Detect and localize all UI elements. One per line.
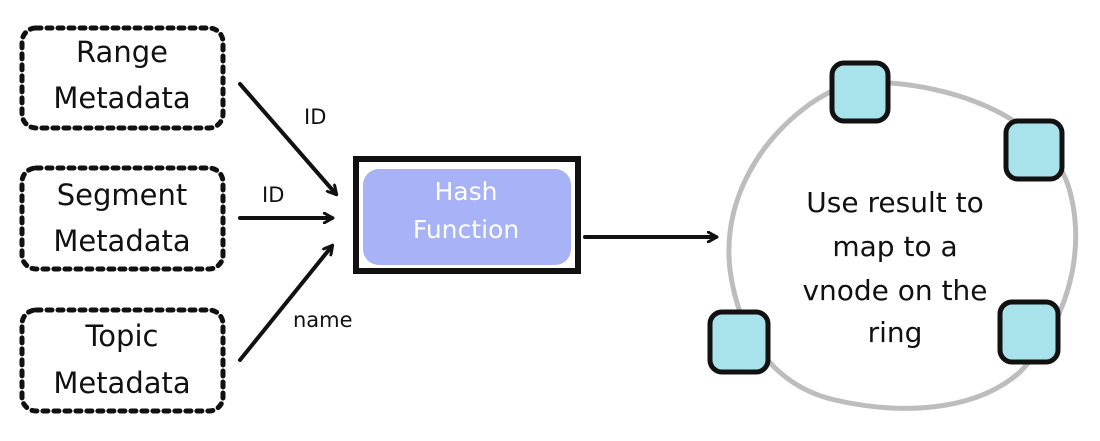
hash-function-fill bbox=[363, 169, 571, 265]
vnode-left bbox=[707, 309, 771, 375]
vnode-right bbox=[1003, 118, 1065, 182]
segment-to-hash-arrow: ID bbox=[238, 183, 332, 218]
ring-caption: Use result to map to a vnode on the ring bbox=[802, 186, 987, 349]
topic-to-hash-arrow: name bbox=[238, 246, 353, 362]
hash-function-label-line2: Function bbox=[413, 215, 519, 244]
range-metadata-label-line1: Range bbox=[76, 35, 168, 69]
range-metadata-label-line2: Metadata bbox=[53, 81, 190, 115]
topic-metadata-box: Topic Metadata bbox=[19, 307, 226, 414]
range-to-hash-arrow: ID bbox=[238, 82, 336, 194]
topic-metadata-label-line2: Metadata bbox=[53, 366, 190, 400]
vnode-bottom-right bbox=[997, 299, 1061, 365]
ring-caption-line1: Use result to bbox=[806, 186, 983, 219]
ring-caption-line4: ring bbox=[868, 316, 923, 349]
ring-caption-line3: vnode on the bbox=[802, 274, 987, 307]
hash-function-label-line1: Hash bbox=[435, 177, 498, 206]
range-metadata-box: Range Metadata bbox=[19, 25, 226, 131]
range-edge-label: ID bbox=[304, 105, 326, 129]
segment-metadata-label-line2: Metadata bbox=[53, 224, 190, 258]
topic-edge-label: name bbox=[293, 308, 353, 332]
vnode-top bbox=[829, 60, 891, 124]
hash-ring: Use result to map to a vnode on the ring bbox=[707, 60, 1079, 411]
topic-metadata-label-line1: Topic bbox=[85, 319, 159, 353]
segment-metadata-label-line1: Segment bbox=[57, 178, 188, 212]
hash-function-box: Hash Function bbox=[353, 156, 581, 274]
ring-caption-line2: map to a bbox=[832, 230, 957, 263]
segment-edge-label: ID bbox=[262, 183, 284, 207]
segment-metadata-box: Segment Metadata bbox=[19, 165, 226, 272]
